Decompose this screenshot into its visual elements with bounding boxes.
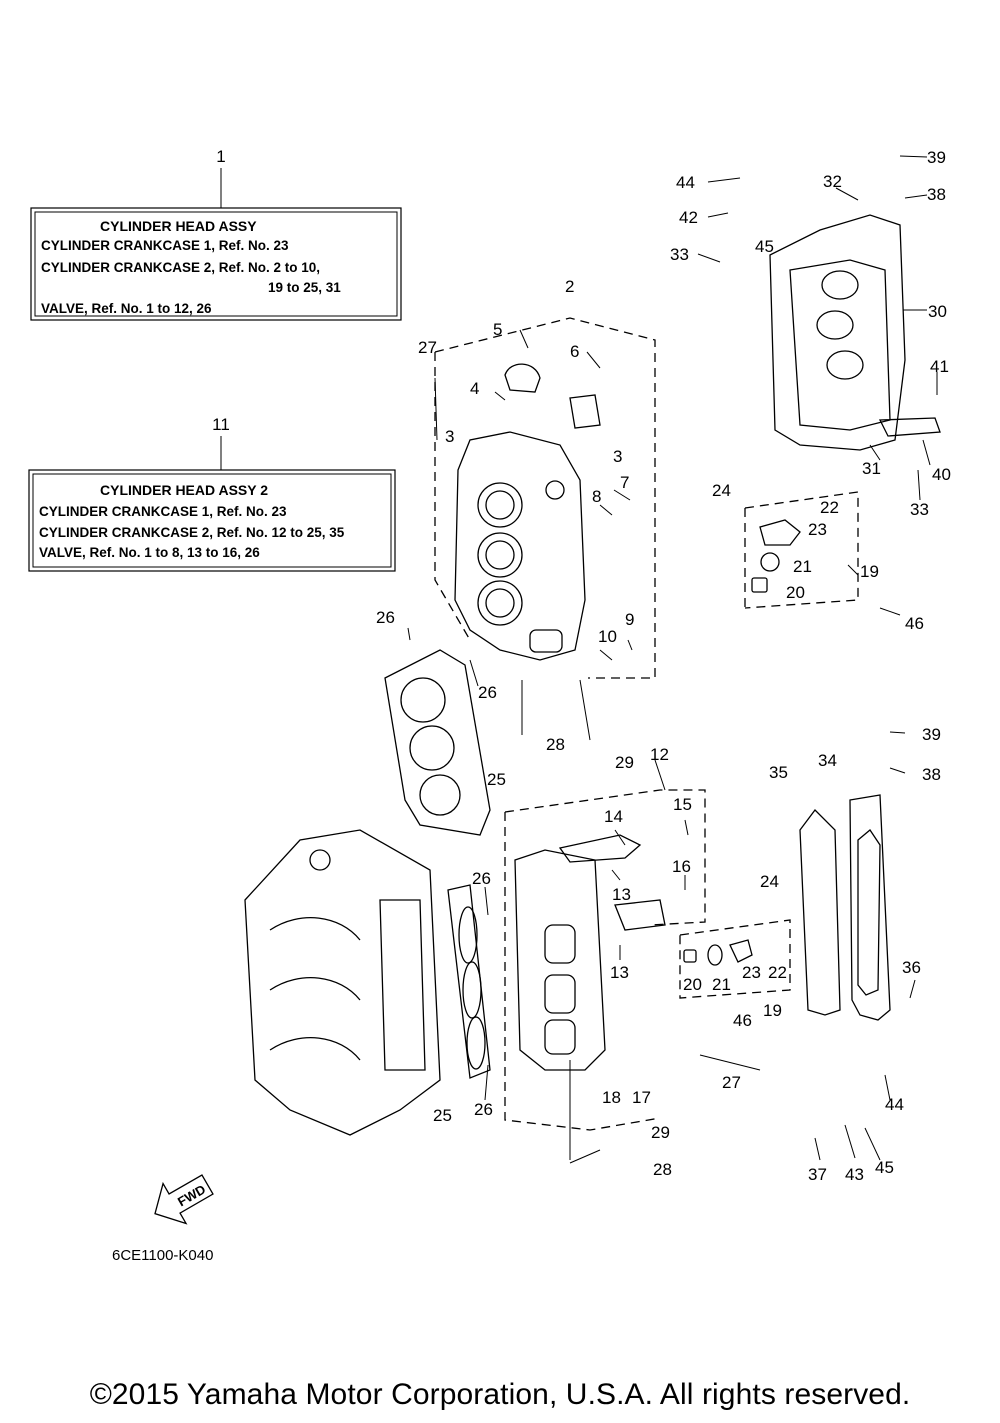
callout-8: 8 (592, 487, 601, 506)
callout-30: 30 (928, 302, 947, 321)
callout-27b: 27 (722, 1073, 741, 1092)
callout-19a: 19 (860, 562, 879, 581)
callout-39a: 39 (927, 148, 946, 167)
exhaust-cover-upper (769, 214, 941, 451)
callout-45b: 45 (875, 1158, 894, 1177)
callout-25a: 25 (487, 770, 506, 789)
box-11-line-3: VALVE, Ref. No. 1 to 8, 13 to 16, 26 (39, 545, 260, 560)
box-1-line-4: VALVE, Ref. No. 1 to 12, 26 (41, 301, 212, 316)
callout-3a: 3 (445, 427, 454, 446)
info-box-11: 11 CYLINDER HEAD ASSY 2 CYLINDER CRANKCA… (28, 415, 396, 572)
callout-13b: 13 (610, 963, 629, 982)
callout-41: 41 (930, 357, 949, 376)
callout-37: 37 (808, 1165, 827, 1184)
callout-19b: 19 (763, 1001, 782, 1020)
callout-22b: 22 (768, 963, 787, 982)
callout-3b: 3 (613, 447, 622, 466)
callout-36: 36 (902, 958, 921, 977)
callout-35: 35 (769, 763, 788, 782)
gasket-lower (447, 884, 491, 1079)
box-1-line-1: CYLINDER CRANKCASE 1, Ref. No. 23 (41, 238, 289, 253)
ref-1-callout: 1 (216, 147, 225, 166)
callout-24b: 24 (760, 872, 779, 891)
box-1-title: CYLINDER HEAD ASSY (100, 218, 257, 234)
callout-40: 40 (932, 465, 951, 484)
callout-34: 34 (818, 751, 837, 770)
callout-18: 18 (602, 1088, 621, 1107)
callout-20b: 20 (683, 975, 702, 994)
callout-17: 17 (632, 1088, 651, 1107)
callout-22a: 22 (820, 498, 839, 517)
copyright-notice: ©2015 Yamaha Motor Corporation, U.S.A. A… (89, 1378, 911, 1411)
fwd-arrow-icon: FWD (154, 1174, 214, 1225)
callout-33b: 33 (910, 500, 929, 519)
callout-5: 5 (493, 320, 502, 339)
callout-29a: 29 (615, 753, 634, 772)
callout-31: 31 (862, 459, 881, 478)
callout-25b: 25 (433, 1106, 452, 1125)
callout-21a: 21 (793, 557, 812, 576)
callout-45a: 45 (755, 237, 774, 256)
callout-44a: 44 (676, 173, 695, 192)
callout-15: 15 (673, 795, 692, 814)
callout-4: 4 (470, 379, 479, 398)
crankcase-block (244, 829, 441, 1136)
thermostat-group-lower (679, 919, 791, 999)
box-11-line-2: CYLINDER CRANKCASE 2, Ref. No. 12 to 25,… (39, 525, 345, 540)
callout-46a: 46 (905, 614, 924, 633)
callout-14: 14 (604, 807, 623, 826)
callout-21b: 21 (712, 975, 731, 994)
callout-20a: 20 (786, 583, 805, 602)
diagram-code: 6CE1100-K040 (112, 1247, 214, 1264)
callout-42: 42 (679, 208, 698, 227)
callout-6: 6 (570, 342, 579, 361)
box-1-line-2: CYLINDER CRANKCASE 2, Ref. No. 2 to 10, (41, 260, 320, 275)
callout-28b: 28 (653, 1160, 672, 1179)
callout-44b: 44 (885, 1095, 904, 1114)
callout-2: 2 (565, 277, 574, 296)
callout-7: 7 (620, 473, 629, 492)
callout-12: 12 (650, 745, 669, 764)
callout-26d: 26 (474, 1100, 493, 1119)
callout-27a: 27 (418, 338, 437, 357)
callout-43: 43 (845, 1165, 864, 1184)
leader-lines (407, 155, 938, 1164)
callout-16: 16 (672, 857, 691, 876)
box-1-line-3: 19 to 25, 31 (268, 280, 341, 295)
callout-38a: 38 (927, 185, 946, 204)
callout-23b: 23 (742, 963, 761, 982)
callout-29b: 29 (651, 1123, 670, 1142)
callout-39b: 39 (922, 725, 941, 744)
callout-26c: 26 (472, 869, 491, 888)
cylinder-head-upper (434, 317, 656, 679)
callout-38b: 38 (922, 765, 941, 784)
callout-10: 10 (598, 627, 617, 646)
callout-23a: 23 (808, 520, 827, 539)
box-11-line-1: CYLINDER CRANKCASE 1, Ref. No. 23 (39, 504, 287, 519)
callout-46b: 46 (733, 1011, 752, 1030)
box-11-title: CYLINDER HEAD ASSY 2 (100, 482, 268, 498)
thermostat-group-upper (744, 491, 859, 609)
callout-9: 9 (625, 610, 634, 629)
exhaust-cover-lower (799, 794, 891, 1021)
callout-33a: 33 (670, 245, 689, 264)
ref-11-callout: 11 (212, 415, 230, 434)
callout-numbers: 2 3 3 4 5 6 7 8 9 10 12 13 13 14 15 16 1… (376, 148, 951, 1184)
fwd-label: FWD (175, 1182, 208, 1210)
callout-32: 32 (823, 172, 842, 191)
cylinder-head-lower (504, 789, 706, 1131)
callout-13a: 13 (612, 885, 631, 904)
callout-26b: 26 (478, 683, 497, 702)
gasket-upper (384, 649, 491, 836)
info-box-1: 1 CYLINDER HEAD ASSY CYLINDER CRANKCASE … (30, 147, 402, 321)
callout-28a: 28 (546, 735, 565, 754)
callout-26a: 26 (376, 608, 395, 627)
callout-24a: 24 (712, 481, 731, 500)
